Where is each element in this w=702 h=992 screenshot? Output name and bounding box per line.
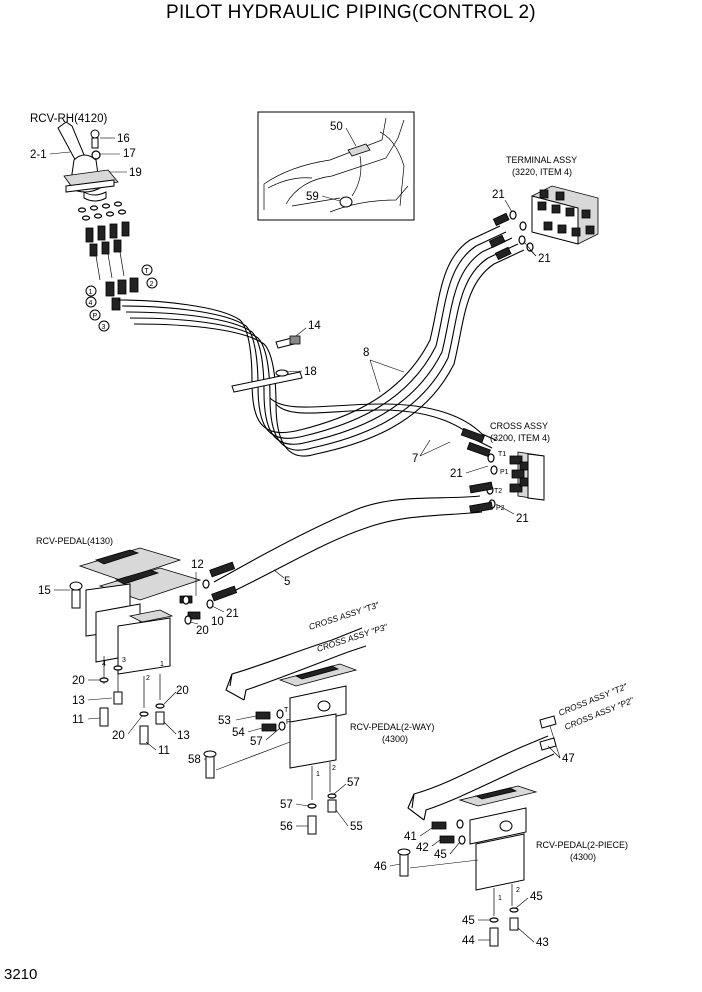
callout-57-b: 57 [347, 777, 360, 789]
callout-45-c: 45 [462, 915, 475, 927]
terminal-pipe-fittings [488, 210, 534, 261]
callout-5: 5 [284, 576, 290, 588]
inset-cab-detail [257, 111, 415, 221]
svg-text:1: 1 [498, 895, 502, 902]
callout-16: 16 [117, 133, 130, 145]
svg-text:T2: T2 [494, 488, 502, 495]
callout-8: 8 [363, 347, 369, 359]
svg-text:2: 2 [516, 887, 520, 894]
callout-55: 55 [350, 821, 363, 833]
label-terminal-assy: TERMINAL ASSY [506, 155, 577, 165]
callout-47: 47 [562, 753, 575, 765]
pipe-bundle-8 [117, 225, 525, 457]
svg-text:P: P [286, 719, 291, 726]
callout-11-a: 11 [72, 714, 84, 726]
callout-12: 12 [191, 559, 204, 571]
callout-59: 59 [306, 191, 319, 203]
callout-2-1: 2-1 [30, 149, 47, 161]
svg-text:T: T [284, 707, 289, 714]
callout-45-a: 45 [434, 849, 447, 861]
svg-text:2: 2 [332, 765, 336, 772]
callout-7: 7 [412, 453, 418, 465]
pipe-pair-5 [209, 481, 493, 602]
callout-43: 43 [536, 937, 549, 949]
callout-13-b: 13 [177, 730, 190, 742]
cross-assy [509, 451, 545, 501]
bolt-14 [275, 335, 301, 349]
callout-20-c: 20 [176, 685, 189, 697]
callout-57-c: 57 [280, 799, 293, 811]
rcv-pedal-2way: CROSS ASSY "T3" CROSS ASSY "P3" T P 1 2 [203, 599, 390, 835]
label-rcv-pedal-2piece: RCV-PEDAL(2-PIECE) [536, 840, 628, 850]
svg-text:1: 1 [160, 661, 164, 668]
callout-42: 42 [416, 842, 429, 854]
clamp-18 [231, 369, 303, 393]
callout-50: 50 [330, 121, 343, 133]
svg-text:4: 4 [102, 661, 106, 668]
svg-text:T: T [145, 268, 150, 275]
svg-text:4: 4 [89, 300, 93, 307]
callout-20-a: 20 [196, 625, 209, 637]
svg-text:1: 1 [89, 289, 93, 296]
svg-text:1: 1 [316, 771, 320, 778]
callout-56: 56 [280, 821, 293, 833]
callout-45-b: 45 [530, 891, 543, 903]
label-cross-assy: CROSS ASSY [490, 421, 548, 431]
callout-10: 10 [211, 616, 224, 628]
callout-53: 53 [218, 715, 231, 727]
callout-46: 46 [374, 861, 387, 873]
page-title: PILOT HYDRAULIC PIPING(CONTROL 2) [166, 2, 536, 23]
joystick-fittings [77, 201, 139, 311]
label-rcv-rh: RCV-RH(4120) [30, 113, 107, 125]
pipe-pair-7 [269, 397, 497, 458]
svg-text:3: 3 [122, 657, 126, 664]
rcv-rh-joystick [57, 121, 119, 202]
svg-text:3: 3 [102, 324, 106, 331]
svg-text:P2: P2 [496, 505, 505, 512]
rcv-pedal-2piece: CROSS ASSY "T2" CROSS ASSY "P2" 1 2 [397, 681, 636, 947]
svg-text:P: P [93, 313, 98, 320]
callout-19: 19 [129, 167, 142, 179]
callout-58: 58 [188, 754, 201, 766]
callout-21-terminal-top: 21 [492, 189, 505, 201]
label-rcv-pedal-2way: RCV-PEDAL(2-WAY) [350, 722, 435, 732]
callout-20-b: 20 [72, 675, 85, 687]
joystick-port-marks: 1 4 P 3 T 2 [85, 264, 158, 332]
callout-11-b: 11 [158, 745, 170, 757]
callout-21-cross-bottom: 21 [516, 513, 529, 525]
callout-14: 14 [308, 320, 321, 332]
callout-41: 41 [404, 831, 417, 843]
label-rcv-pedal-2piece-ref: (4300) [570, 852, 596, 862]
callout-21-pedal: 21 [226, 608, 239, 620]
svg-text:2: 2 [146, 675, 150, 682]
callout-44: 44 [462, 935, 475, 947]
callout-57-a: 57 [250, 736, 263, 748]
callout-18: 18 [304, 366, 317, 378]
label-rcv-pedal-4130: RCV-PEDAL(4130) [36, 536, 113, 546]
callout-20-d: 20 [112, 730, 125, 742]
label-terminal-ref: (3220, ITEM 4) [512, 167, 572, 177]
page-number: 3210 [4, 966, 38, 983]
label-cross-ref: (3200, ITEM 4) [490, 433, 550, 443]
terminal-assy [531, 185, 599, 245]
callout-13-a: 13 [72, 695, 85, 707]
callout-54: 54 [232, 727, 245, 739]
callout-17: 17 [123, 148, 136, 160]
rcv-pedal-4130 [69, 547, 202, 675]
callout-21-cross-top: 21 [450, 468, 463, 480]
svg-text:P1: P1 [500, 469, 509, 476]
svg-text:2: 2 [150, 281, 154, 288]
svg-text:T1: T1 [498, 451, 506, 458]
callout-21-terminal-bottom: 21 [538, 253, 551, 265]
label-rcv-pedal-2way-ref: (4300) [382, 734, 408, 744]
callout-15: 15 [38, 585, 51, 597]
